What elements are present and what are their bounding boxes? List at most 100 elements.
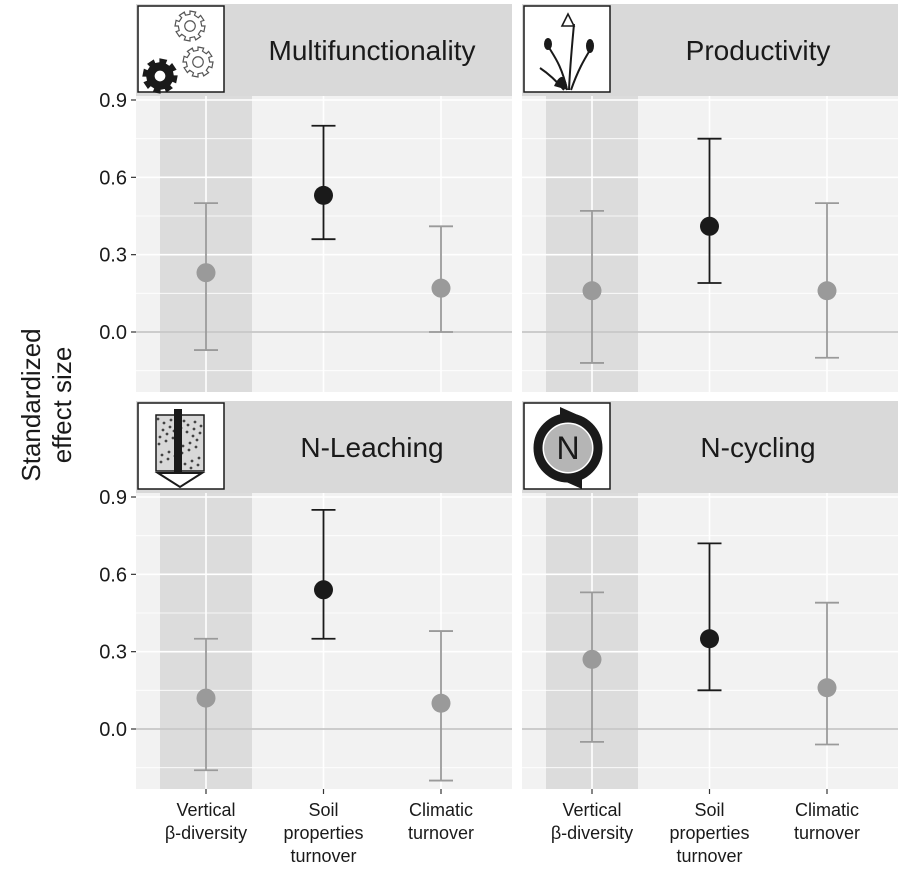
y-tick-label: 0.3 <box>99 642 127 664</box>
leaf <box>570 49 591 91</box>
icon-frame <box>523 5 611 93</box>
data-point <box>431 693 451 713</box>
soil-grain <box>164 439 168 443</box>
flower <box>560 12 576 27</box>
x-tick-label: properties <box>283 823 363 843</box>
soil-grain <box>192 427 196 431</box>
soil-grain <box>158 435 162 439</box>
soil-column-icon <box>137 402 225 490</box>
cycle-arrow <box>560 407 578 423</box>
data-point <box>314 580 333 600</box>
point-1 <box>697 542 722 692</box>
soil-grain <box>188 441 192 445</box>
soil-grain <box>168 425 172 429</box>
data-point <box>196 688 216 708</box>
point-2 <box>815 202 839 359</box>
down-arrow <box>154 472 206 489</box>
gears-icon <box>137 5 225 94</box>
soil-grain <box>199 424 203 428</box>
data-point <box>431 278 451 298</box>
flower-bud <box>586 39 594 53</box>
soil-grain <box>193 420 197 424</box>
cycle-arrow <box>564 473 582 489</box>
y-axis-label-line: Standardized <box>16 328 46 481</box>
panel-n-leaching: N-Leaching <box>136 401 512 789</box>
x-tick-label: turnover <box>290 846 356 866</box>
leaf-fill <box>554 76 568 90</box>
leaching-channel <box>174 409 182 473</box>
data-point <box>582 281 602 301</box>
y-tick-label: 0.6 <box>99 564 127 586</box>
soil-grain <box>183 462 187 466</box>
soil-grain <box>159 460 163 464</box>
point-2 <box>429 225 453 333</box>
y-axis-label: Standardizedeffect size <box>16 328 77 481</box>
x-tick-label: Soil <box>694 800 724 820</box>
soil-grain <box>194 445 198 449</box>
soil-grain <box>160 453 164 457</box>
gear-hub <box>192 56 204 68</box>
soil-grain <box>196 463 200 467</box>
x-tick-label: properties <box>669 823 749 843</box>
soil-grain <box>187 448 191 452</box>
gear-hub <box>153 69 167 83</box>
point-1 <box>311 124 336 241</box>
y-tick-label: 0.0 <box>99 322 127 344</box>
soil-grain <box>181 444 185 448</box>
point-0 <box>194 637 218 772</box>
cycle-core <box>544 424 592 472</box>
n-letter: N <box>556 430 579 466</box>
soil-grain <box>156 417 160 421</box>
y-tick-label: 0.0 <box>99 719 127 741</box>
point-0 <box>580 209 604 364</box>
x-tick-label: Soil <box>308 800 338 820</box>
x-tick-label: turnover <box>676 846 742 866</box>
y-tick-label: 0.3 <box>99 245 127 267</box>
soil-grain <box>165 432 169 436</box>
panel-productivity: Productivity <box>522 4 898 392</box>
point-1 <box>311 508 336 640</box>
data-point <box>582 649 602 669</box>
soil-grain <box>166 457 170 461</box>
soil-grain <box>167 450 171 454</box>
point-0 <box>194 202 218 351</box>
soil-grain <box>190 459 194 463</box>
soil-grain <box>189 466 193 470</box>
data-point <box>314 185 333 205</box>
n-cycle-icon: N <box>523 402 611 490</box>
data-point <box>196 263 216 283</box>
point-2 <box>815 601 839 746</box>
soil-grain <box>171 436 175 440</box>
panel-title: Multifunctionality <box>269 35 476 66</box>
soil-grain <box>182 419 186 423</box>
soil-grain <box>185 430 189 434</box>
x-tick-label: β-diversity <box>165 823 247 843</box>
point-2 <box>429 630 453 782</box>
x-tick-label: Climatic <box>409 800 473 820</box>
x-tick-label: Vertical <box>176 800 235 820</box>
panel-title: Productivity <box>686 35 831 66</box>
panel-multifunctionality: Multifunctionality <box>136 4 512 392</box>
x-tick-label: Vertical <box>562 800 621 820</box>
soil-grain <box>186 423 190 427</box>
y-tick-label: 0.6 <box>99 167 127 189</box>
soil-grain <box>191 434 195 438</box>
y-tick-label: 0.9 <box>99 487 127 509</box>
panel-title: N-Leaching <box>300 432 443 463</box>
x-tick-label: turnover <box>794 823 860 843</box>
data-point <box>700 216 719 236</box>
x-tick-label: β-diversity <box>551 823 633 843</box>
x-tick-label: Climatic <box>795 800 859 820</box>
plant-icon <box>523 5 611 93</box>
soil-grain <box>169 418 173 422</box>
soil-grain <box>161 428 165 432</box>
gear-hub <box>184 20 196 32</box>
soil-grain <box>195 438 199 442</box>
soil-grain <box>198 431 202 435</box>
panel-title: N-cycling <box>700 432 815 463</box>
data-point <box>817 678 837 698</box>
data-point <box>700 629 719 649</box>
y-axis-label-line: effect size <box>47 347 77 464</box>
soil-grain <box>162 421 166 425</box>
